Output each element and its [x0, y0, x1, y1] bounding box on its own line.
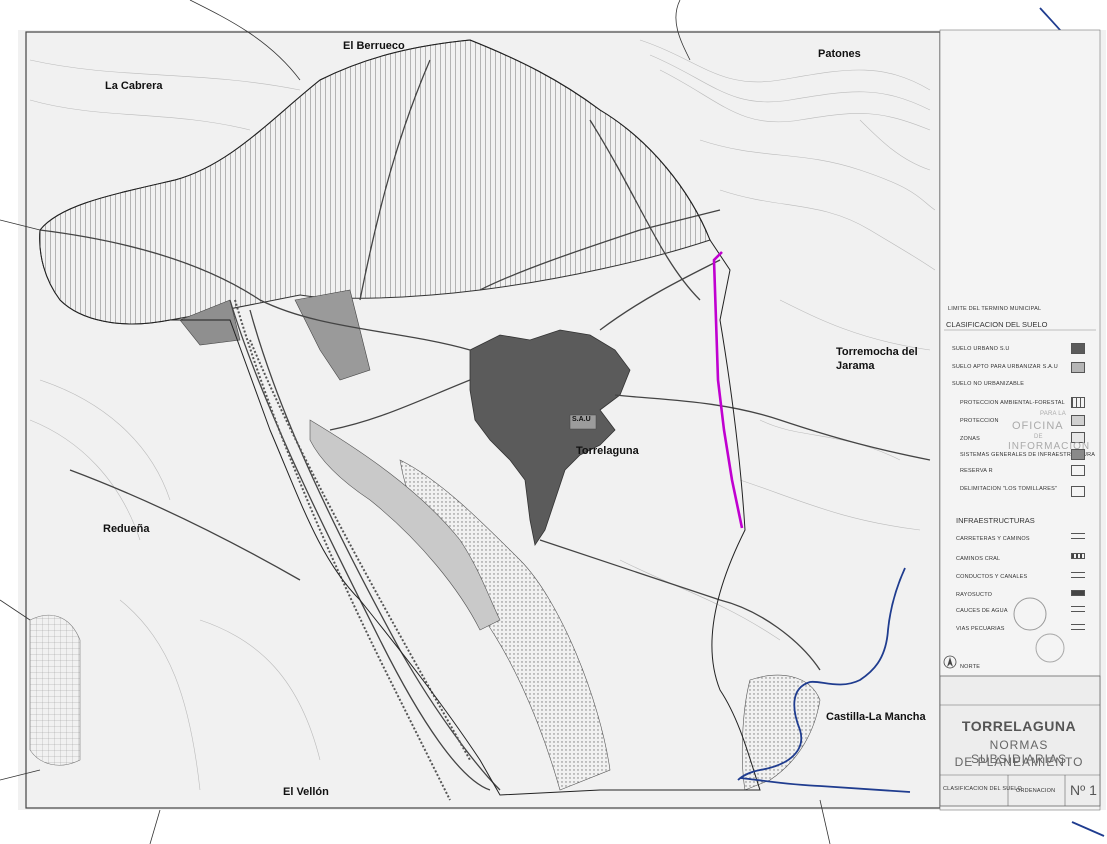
- place-patones: Patones: [818, 48, 861, 60]
- legend-conductos: CONDUCTOS Y CANALES: [956, 574, 1028, 580]
- place-el-vellon: El Vellón: [283, 786, 329, 798]
- legend-delimitacion: DELIMITACION "LOS TOMILLARES": [960, 486, 1058, 492]
- legend-reserva: RESERVA R: [960, 468, 993, 474]
- legend-sistemas: SISTEMAS GENERALES DE INFRAESTRUCTURA: [960, 452, 1096, 458]
- legend-rayo: RAYOSUCTO: [956, 592, 993, 598]
- swatch-suelo-apto: [1071, 362, 1085, 373]
- stamp-text-top: PARA LA: [1040, 411, 1066, 417]
- swatch-suelo-urbano: [1071, 343, 1085, 354]
- title-block-line1: NORMAS SUBSIDIARIAS: [970, 738, 1068, 766]
- road-network: [39, 59, 931, 791]
- legend-suelo-apto: SUELO APTO PARA URBANIZAR S.A.U: [952, 364, 1058, 370]
- place-la-cabrera: La Cabrera: [105, 80, 163, 92]
- legend-suelo-urbano: SUELO URBANO S.U: [952, 346, 1010, 352]
- grid-zone-west: [29, 614, 81, 766]
- swatch-cauces: [1071, 606, 1085, 612]
- legend-vias: VIAS PECUARIAS: [956, 626, 1005, 632]
- north-arrow-icon: [943, 655, 957, 669]
- title-block-frame: [939, 675, 1101, 807]
- railway-lines: [234, 299, 471, 801]
- swatch-carreteras: [1071, 533, 1085, 539]
- swatch-rayo: [1071, 590, 1085, 596]
- stamp-text-informacion: INFORMACION: [1008, 441, 1091, 452]
- swatch-proteccion-forestal: [1071, 397, 1085, 408]
- swatch-ferrocarril: [1071, 553, 1085, 559]
- swatch-vias: [1071, 624, 1085, 630]
- swatch-delimitacion: [1071, 486, 1085, 497]
- urban-core-torrelaguna: [469, 329, 631, 547]
- swatch-conductos: [1071, 572, 1085, 578]
- place-castilla-la-mancha: Castilla-La Mancha: [826, 711, 926, 723]
- legend-clasificacion-heading: CLASIFICACION DEL SUELO: [946, 320, 1048, 329]
- place-torremocha-line1: Torremocha del: [836, 346, 918, 358]
- legend-no-urbanizable: SUELO NO URBANIZABLE: [952, 381, 1025, 387]
- place-torremocha-line2: Jarama: [836, 360, 875, 372]
- municipal-boundary: [39, 39, 761, 796]
- highlighted-boundary-segment: [712, 251, 744, 529]
- title-block-municipality: TORRELAGUNA: [961, 718, 1077, 734]
- title-block-footer-left: CLASIFICACION DEL SUELO: [943, 786, 1022, 792]
- sau-strip-2: [179, 299, 241, 346]
- legend-norte: NORTE: [960, 664, 981, 670]
- title-block-footer-mid: ORDENACION: [1016, 788, 1056, 794]
- swatch-zonas: [1071, 432, 1085, 443]
- legend-limite: LIMITE DEL TERMINO MUNICIPAL: [948, 306, 1042, 312]
- legend-proteccion: PROTECCION: [960, 418, 999, 424]
- title-block-line2: DE PLANEAMIENTO: [954, 755, 1084, 769]
- title-block-sheet-number: Nº 1: [1070, 782, 1097, 798]
- stamp-text-oficina: OFICINA: [1012, 420, 1064, 432]
- legend-zonas: ZONAS: [960, 436, 980, 442]
- outer-lines: [0, 0, 831, 844]
- north-arrow-pointer-icon: [947, 657, 953, 667]
- sau-label-box: [569, 414, 597, 430]
- sau-strip: [309, 419, 501, 631]
- place-reduena: Redueña: [103, 523, 150, 535]
- place-el-berrueco: El Berrueco: [343, 40, 405, 52]
- official-stamp-2-icon: [1035, 633, 1065, 663]
- swatch-proteccion: [1071, 415, 1085, 426]
- swatch-reserva: [1071, 465, 1085, 476]
- place-torrelaguna: Torrelaguna: [576, 445, 639, 457]
- legend-proteccion-forestal: PROTECCION AMBIENTAL-FORESTAL: [960, 400, 1065, 406]
- stamp-text-de: DE: [1034, 434, 1043, 440]
- legend-ferrocarril: CAMINOS CRAL: [956, 556, 1001, 562]
- sau-strip-3: [294, 289, 371, 381]
- dotted-zone-southeast: [741, 674, 821, 791]
- swatch-sistemas: [1071, 449, 1085, 460]
- official-stamp-icon: [1013, 597, 1047, 631]
- legend-infraestructuras-heading: INFRAESTRUCTURAS: [956, 516, 1035, 525]
- legend-carreteras: CARRETERAS Y CAMINOS: [956, 536, 1030, 542]
- sau-map-label: S.A.U: [572, 416, 591, 423]
- contour-lines: [29, 39, 936, 791]
- legend-cauces: CAUCES DE AGUA: [956, 608, 1008, 614]
